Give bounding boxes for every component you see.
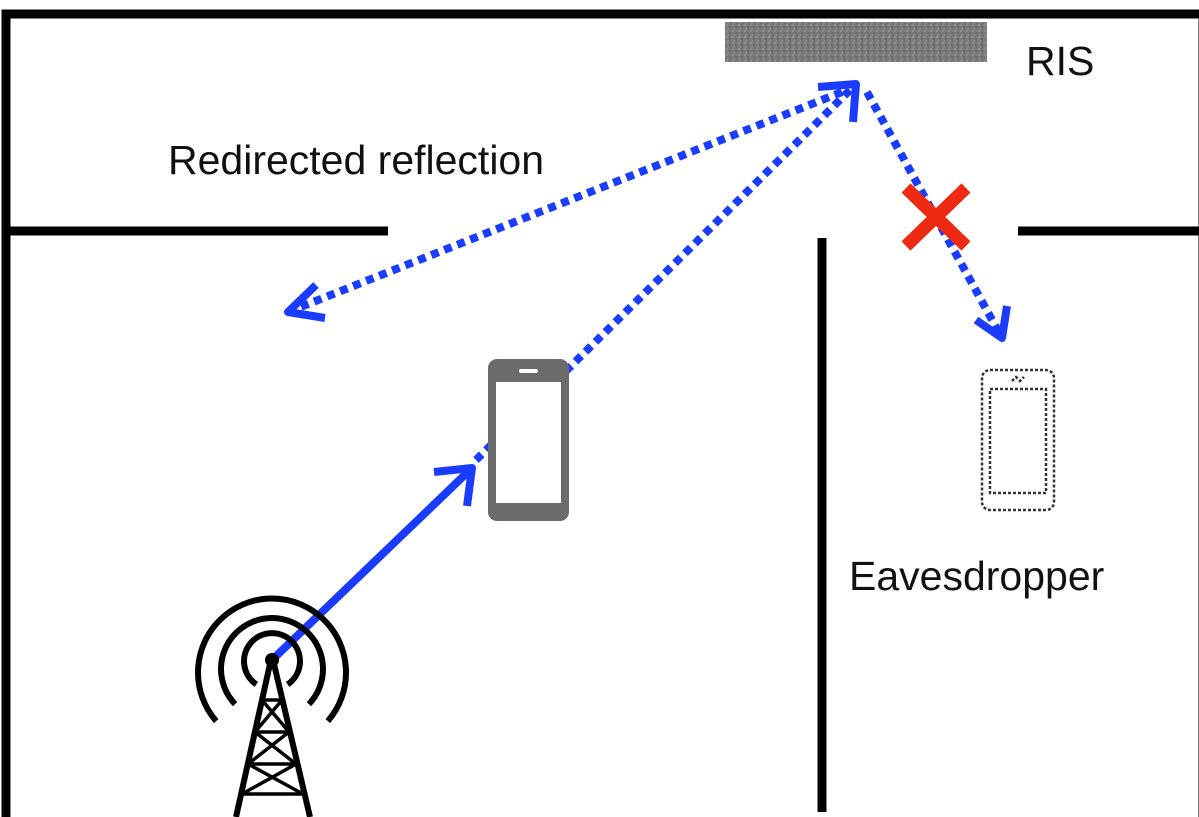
smartphone-icon: [488, 359, 569, 521]
eavesdropper-path-arrowhead: [973, 305, 1011, 342]
cross-icon: [901, 183, 971, 251]
incident-path-arrowhead: [817, 80, 860, 123]
eavesdropper-label: Eavesdropper: [849, 553, 1104, 599]
cell-tower-icon: [195, 595, 349, 817]
direct-link-arrowhead: [433, 464, 476, 507]
reflection-path-arrowhead: [284, 282, 326, 322]
reflection-path-line: [286, 88, 844, 316]
ris-label: RIS: [1026, 38, 1094, 84]
ris-surface: [725, 22, 987, 62]
redirected-reflection-label: Redirected reflection: [168, 137, 544, 183]
smartphone-outline-icon: [980, 368, 1056, 512]
floor-plan-walls: [1, 9, 1199, 817]
outer-wall: [1, 9, 1199, 817]
